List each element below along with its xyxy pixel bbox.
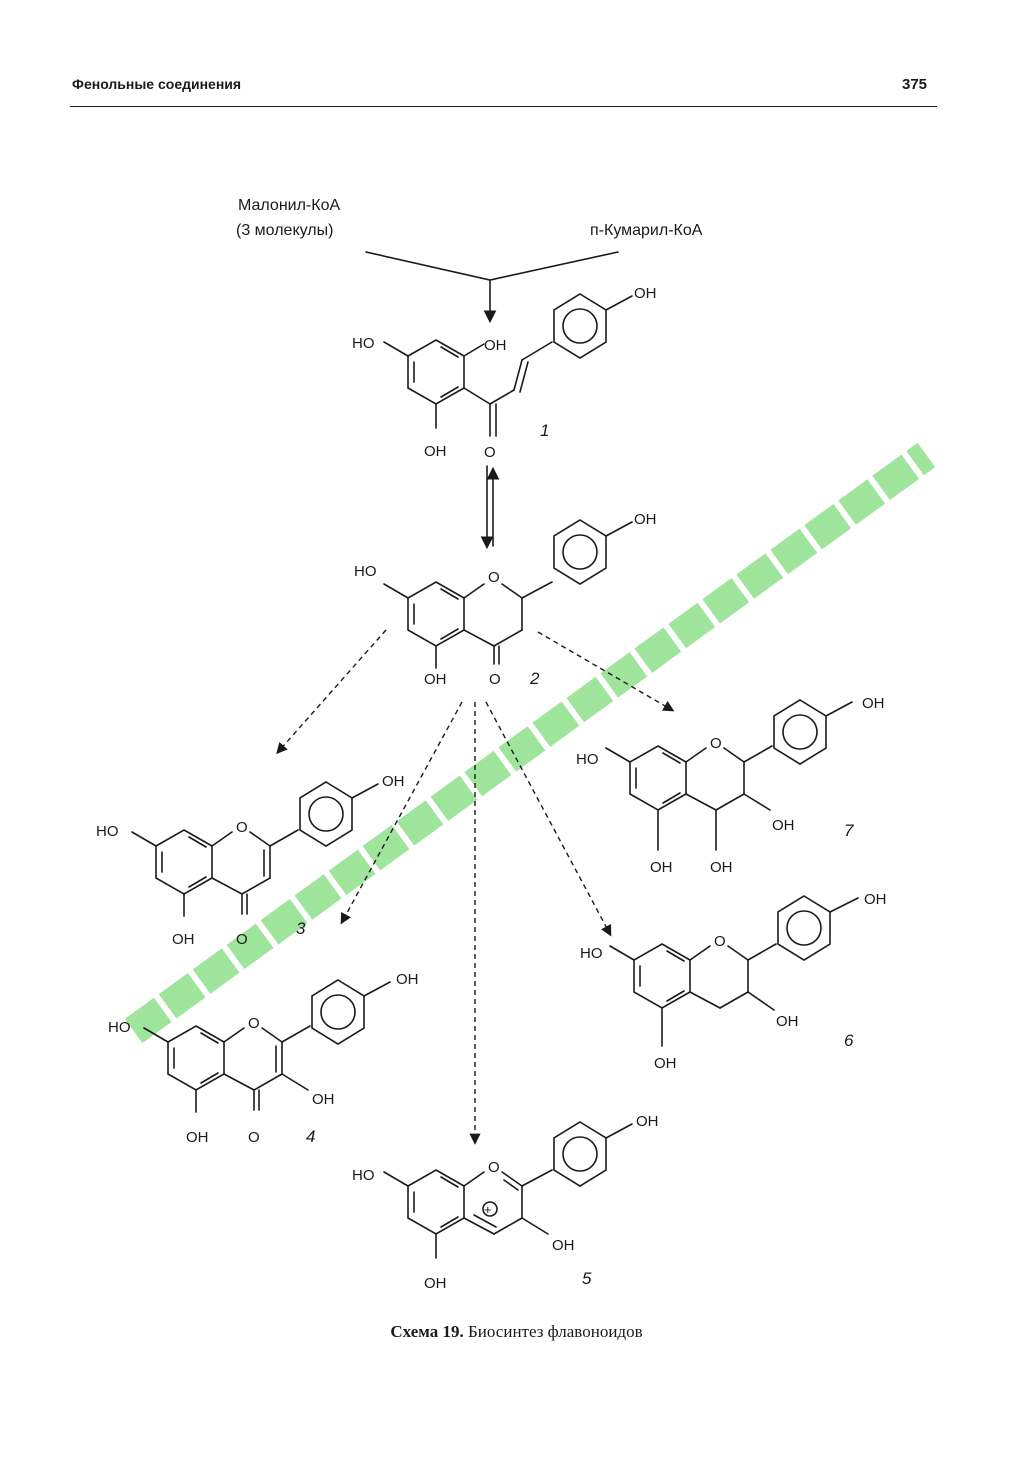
arrow-2-to-6 (485, 701, 612, 937)
compound-5-oh-top: OH (636, 1113, 659, 1130)
compound-6-ring-o: O (714, 933, 726, 950)
compound-6-oh-top: OH (864, 891, 887, 908)
compound-7-number: 7 (844, 821, 854, 840)
page-number: 375 (902, 76, 928, 93)
compound-7-oh-5: OH (650, 859, 673, 876)
compound-1-oh-bottom: OH (424, 443, 447, 460)
compound-4-number: 4 (306, 1127, 315, 1146)
compound-5-ho-left: HO (352, 1167, 375, 1184)
compound-2-number: 2 (529, 669, 540, 688)
compound-6-number: 6 (844, 1031, 854, 1050)
compound-5-charge: + (484, 1202, 492, 1217)
compound-1-oh-top: OH (634, 285, 657, 302)
compound-3-structure (131, 781, 379, 917)
compound-7-oh-top: OH (862, 695, 885, 712)
compound-3-oh-bottom: OH (172, 931, 195, 948)
arrow-2-to-7 (537, 631, 675, 712)
compound-7-oh-3: OH (772, 817, 795, 834)
compound-5-oh-bottom: OH (424, 1275, 447, 1292)
compound-7-ring-o: O (710, 735, 722, 752)
caption-prefix: Схема 19. (390, 1322, 464, 1341)
compound-7-structure (605, 699, 853, 851)
positive-charge-circle (482, 1201, 498, 1217)
compound-4-structure (143, 979, 391, 1113)
compound-5-ring-o: O (488, 1159, 500, 1176)
compound-3-number: 3 (296, 919, 306, 938)
compound-1-ho-left: HO (352, 335, 375, 352)
compound-4-ho-left: HO (108, 1019, 131, 1036)
compound-1-structure (383, 293, 633, 437)
compound-3-ring-o: O (236, 819, 248, 836)
compound-6-ho-left: HO (580, 945, 603, 962)
compound-2-oh-top: OH (634, 511, 657, 528)
compound-1-oh-ortho: OH (484, 337, 507, 354)
running-title: Фенольные соединения (72, 76, 242, 92)
compound-4-ring-o: O (248, 1015, 260, 1032)
compound-4-carbonyl-o: O (248, 1129, 260, 1146)
compound-5-number: 5 (582, 1269, 592, 1288)
compound-4-oh-3: OH (312, 1091, 335, 1108)
compound-4-oh-top: OH (396, 971, 419, 988)
compound-2-oh-bottom: OH (424, 671, 447, 688)
compound-7-ho-left: HO (576, 751, 599, 768)
compound-4-oh-bottom: OH (186, 1129, 209, 1146)
compound-3-ho-left: HO (96, 823, 119, 840)
compound-2-ho-left: HO (354, 563, 377, 580)
arrow-2-to-4 (340, 701, 463, 925)
compound-6-oh-3: OH (776, 1013, 799, 1030)
compound-7-oh-4: OH (710, 859, 733, 876)
compound-2-carbonyl-o: O (489, 671, 501, 688)
malonyl-count-label: (3 молекулы) (236, 222, 333, 239)
coumaroyl-coa-label: п-Кумарил-КоА (590, 222, 703, 239)
arrow-2-to-3 (276, 629, 387, 755)
compound-5-structure (383, 1121, 633, 1259)
header-rule (70, 106, 937, 107)
compound-5-oh-3: OH (552, 1237, 575, 1254)
compound-6-oh-bottom: OH (654, 1055, 677, 1072)
caption-text: Биосинтез флавоноидов (463, 1322, 643, 1341)
compound-3-carbonyl-o: O (236, 931, 248, 948)
compound-3-oh-top: OH (382, 773, 405, 790)
scheme-caption: Схема 19. Биосинтез флавоноидов (0, 1322, 1033, 1342)
compound-1-number: 1 (540, 421, 549, 440)
compound-2-ring-o: O (488, 569, 500, 586)
malonyl-coa-label: Малонил-КоА (238, 197, 340, 214)
converging-lines (365, 251, 619, 281)
compound-6-structure (609, 895, 859, 1047)
compound-1-carbonyl-o: O (484, 444, 496, 461)
compound-2-structure (383, 519, 633, 669)
